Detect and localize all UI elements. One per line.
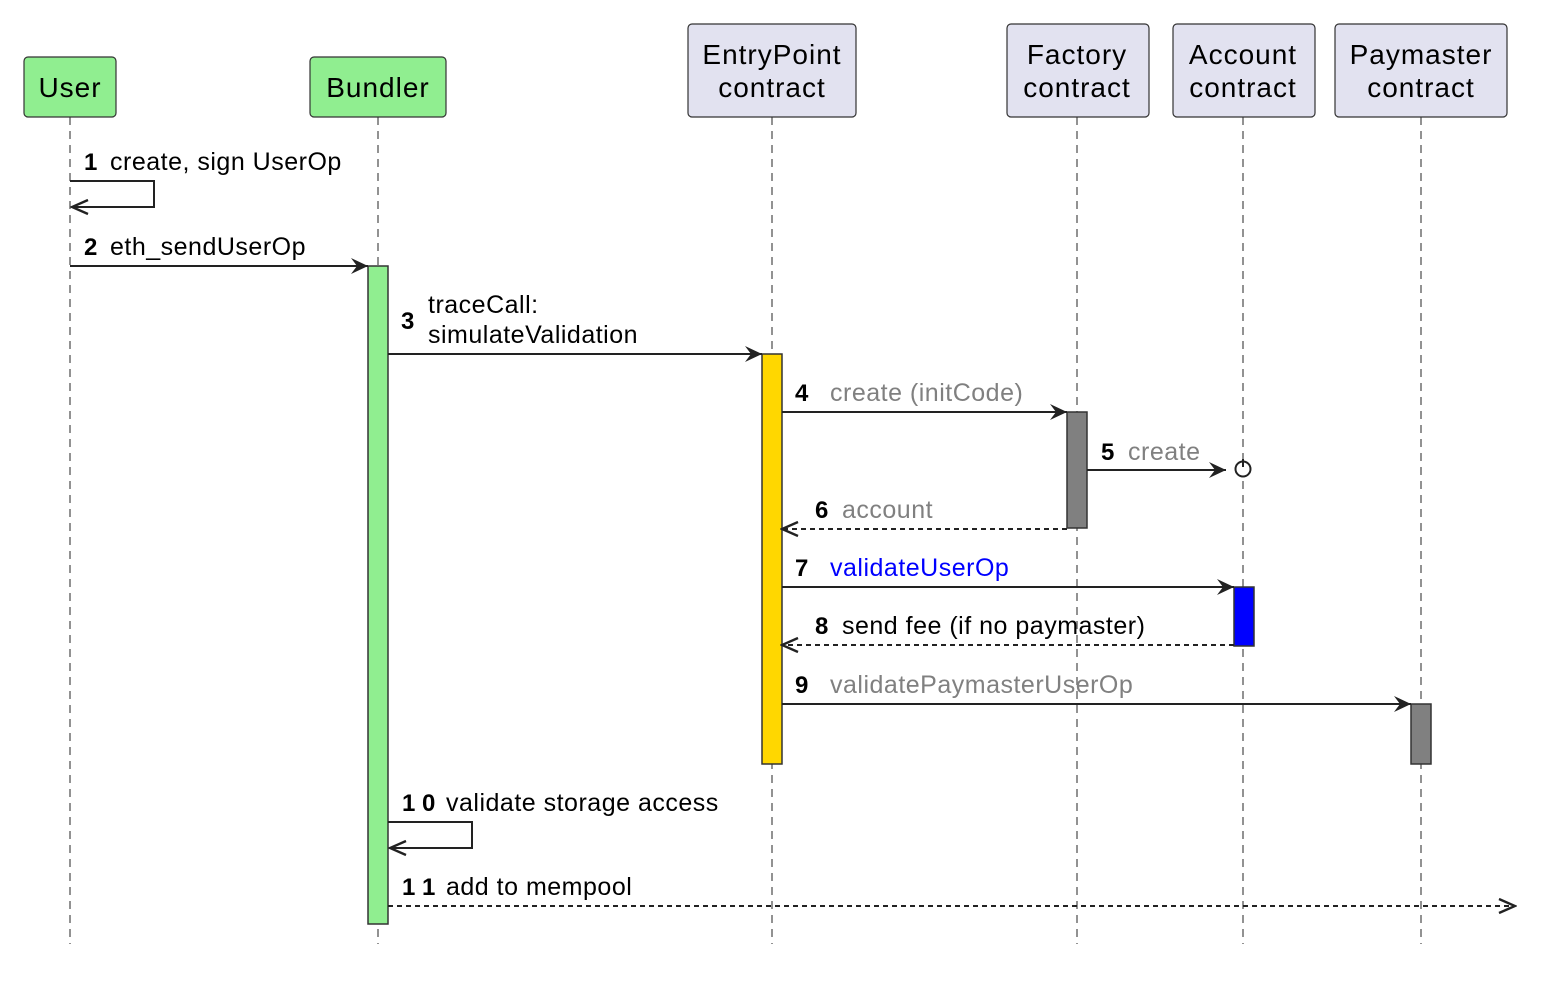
entrypoint-box — [687, 23, 857, 118]
factory-label-1: contract — [1023, 72, 1131, 103]
account-box — [1172, 23, 1316, 118]
message-5-number: 5 — [1101, 439, 1114, 466]
paymaster-box — [1334, 23, 1508, 118]
factory-box — [1006, 23, 1150, 118]
message-7: 7 validateUserOp — [782, 554, 1234, 595]
bundler-box — [309, 56, 447, 118]
message-10-label: validate storage access — [446, 789, 719, 817]
message-5: 5 create — [1087, 438, 1252, 478]
message-11: 1 1 add to mempool — [388, 873, 1515, 906]
message-8: 8 send fee (if no paymaster) — [782, 612, 1234, 645]
message-5-label: create — [1128, 438, 1200, 466]
message-7-number: 7 — [795, 555, 808, 582]
message-6-number: 6 — [815, 497, 828, 524]
entrypoint-label-0: EntryPoint — [702, 39, 841, 70]
factory-label-0: Factory — [1027, 39, 1127, 70]
message-9: 9 validatePaymasterUserOp — [782, 671, 1411, 712]
message-1-label: create, sign UserOp — [110, 148, 342, 176]
message-8-number: 8 — [815, 613, 828, 640]
paymaster-label-0: Paymaster — [1350, 39, 1493, 70]
account-label-0: Account — [1189, 39, 1297, 70]
message-4-label: create (initCode) — [830, 379, 1023, 407]
message-6-label: account — [842, 496, 933, 524]
account-activation-bar — [1233, 586, 1255, 647]
message-1-arrow — [70, 180, 155, 207]
message-11-number: 1 1 — [402, 874, 435, 901]
entrypoint-activation-bar — [761, 353, 783, 765]
message-3-number: 3 — [401, 308, 414, 335]
participant-bundler: Bundler — [309, 56, 447, 118]
message-4: 4 create (initCode) — [782, 379, 1067, 420]
message-2: 2 eth_sendUserOp — [70, 233, 368, 274]
message-9-label: validatePaymasterUserOp — [830, 671, 1133, 699]
message-3-label-0: traceCall: — [428, 291, 539, 319]
message-11-label: add to mempool — [446, 873, 632, 901]
message-1-number: 1 — [84, 149, 97, 176]
paymaster-activation-bar — [1410, 703, 1432, 765]
message-2-number: 2 — [84, 234, 97, 261]
bundler-activation-bar — [367, 265, 389, 925]
message-3-label-1: simulateValidation — [428, 321, 638, 349]
account-label-1: contract — [1189, 72, 1297, 103]
message-7-label: validateUserOp — [830, 554, 1009, 582]
user-label-0: User — [38, 72, 101, 103]
message-10-number: 1 0 — [402, 790, 435, 817]
message-3: 3 traceCall:simulateValidation — [388, 291, 762, 362]
message-10-arrow — [388, 821, 473, 848]
participant-user: User — [23, 56, 117, 118]
user-box — [23, 56, 117, 118]
bundler-label-0: Bundler — [326, 72, 430, 103]
entrypoint-label-1: contract — [718, 72, 826, 103]
factory-activation-bar — [1066, 411, 1088, 529]
message-6: 6 account — [782, 496, 1067, 529]
message-10: 1 0 validate storage access — [388, 789, 719, 848]
message-8-label: send fee (if no paymaster) — [842, 612, 1145, 640]
paymaster-label-1: contract — [1367, 72, 1475, 103]
message-4-number: 4 — [795, 380, 809, 407]
message-9-number: 9 — [795, 672, 808, 699]
message-1: 1 create, sign UserOp — [70, 148, 342, 207]
message-2-label: eth_sendUserOp — [110, 233, 306, 261]
